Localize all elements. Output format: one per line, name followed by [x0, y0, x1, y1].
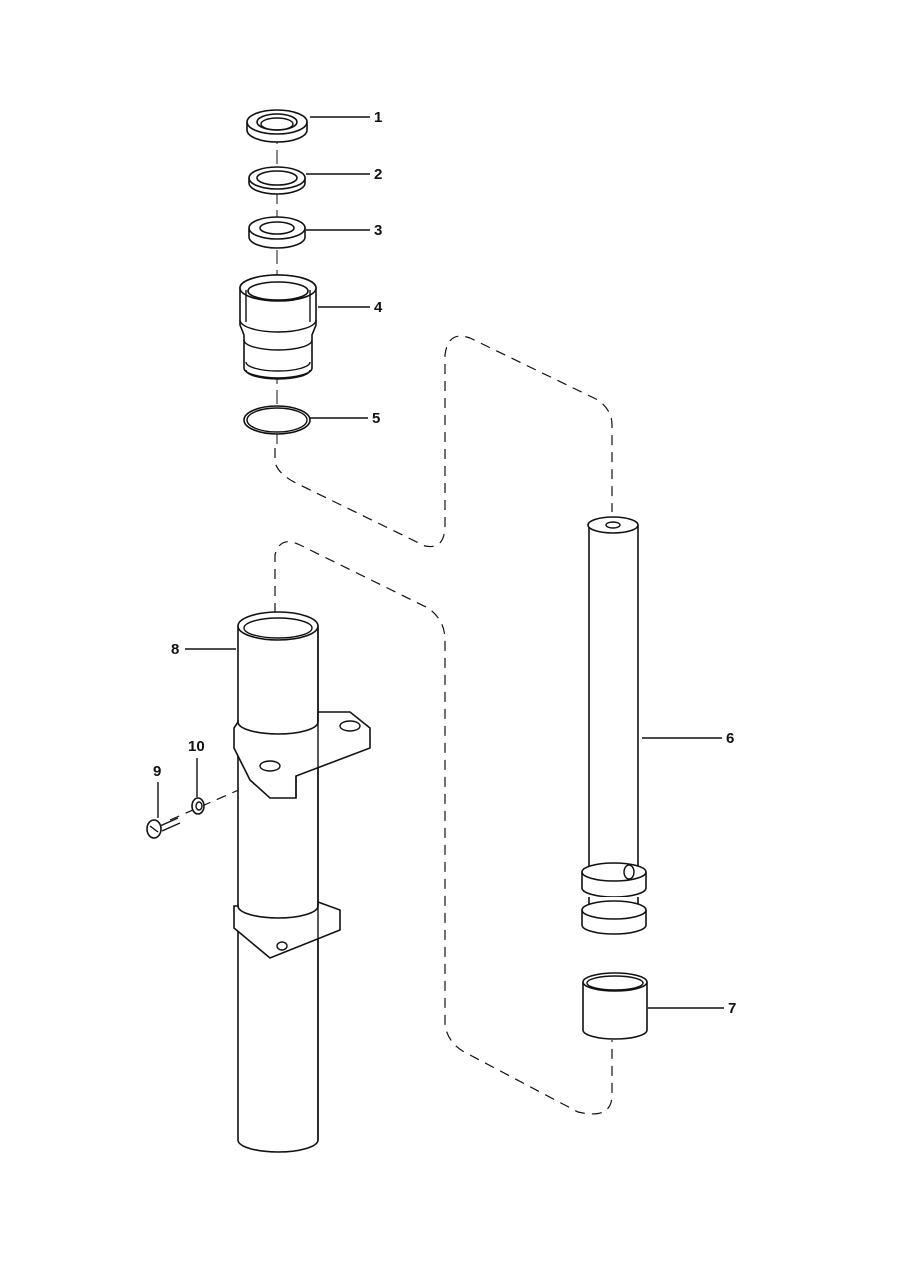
- part-9-bolt[interactable]: [146, 817, 181, 839]
- part-8-tube[interactable]: [233, 611, 371, 1153]
- callout-4: 4: [374, 299, 383, 316]
- callout-10: 10: [188, 738, 205, 755]
- part-10-washer[interactable]: [191, 797, 205, 815]
- callout-7: 7: [728, 1000, 736, 1017]
- assembly-path-upper: [274, 335, 613, 548]
- washer-bolt-axis: [169, 784, 251, 821]
- assembly-path-lower: [274, 541, 613, 1115]
- part-7-sleeve[interactable]: [582, 972, 648, 1040]
- part-5-o-ring[interactable]: [243, 405, 311, 435]
- callout-8: 8: [171, 641, 179, 658]
- part-3-ring[interactable]: [248, 216, 306, 249]
- part-6-pin[interactable]: [581, 516, 647, 935]
- callout-3: 3: [374, 222, 382, 239]
- part-2-ring[interactable]: [248, 166, 306, 195]
- part-4-gland-nut[interactable]: [239, 274, 317, 380]
- leader-lines: [157, 116, 724, 1009]
- callout-1: 1: [374, 109, 382, 126]
- callout-5: 5: [372, 410, 380, 427]
- callout-2: 2: [374, 166, 382, 183]
- callout-6: 6: [726, 730, 734, 747]
- callout-9: 9: [153, 763, 161, 780]
- part-1-seal[interactable]: [246, 109, 308, 143]
